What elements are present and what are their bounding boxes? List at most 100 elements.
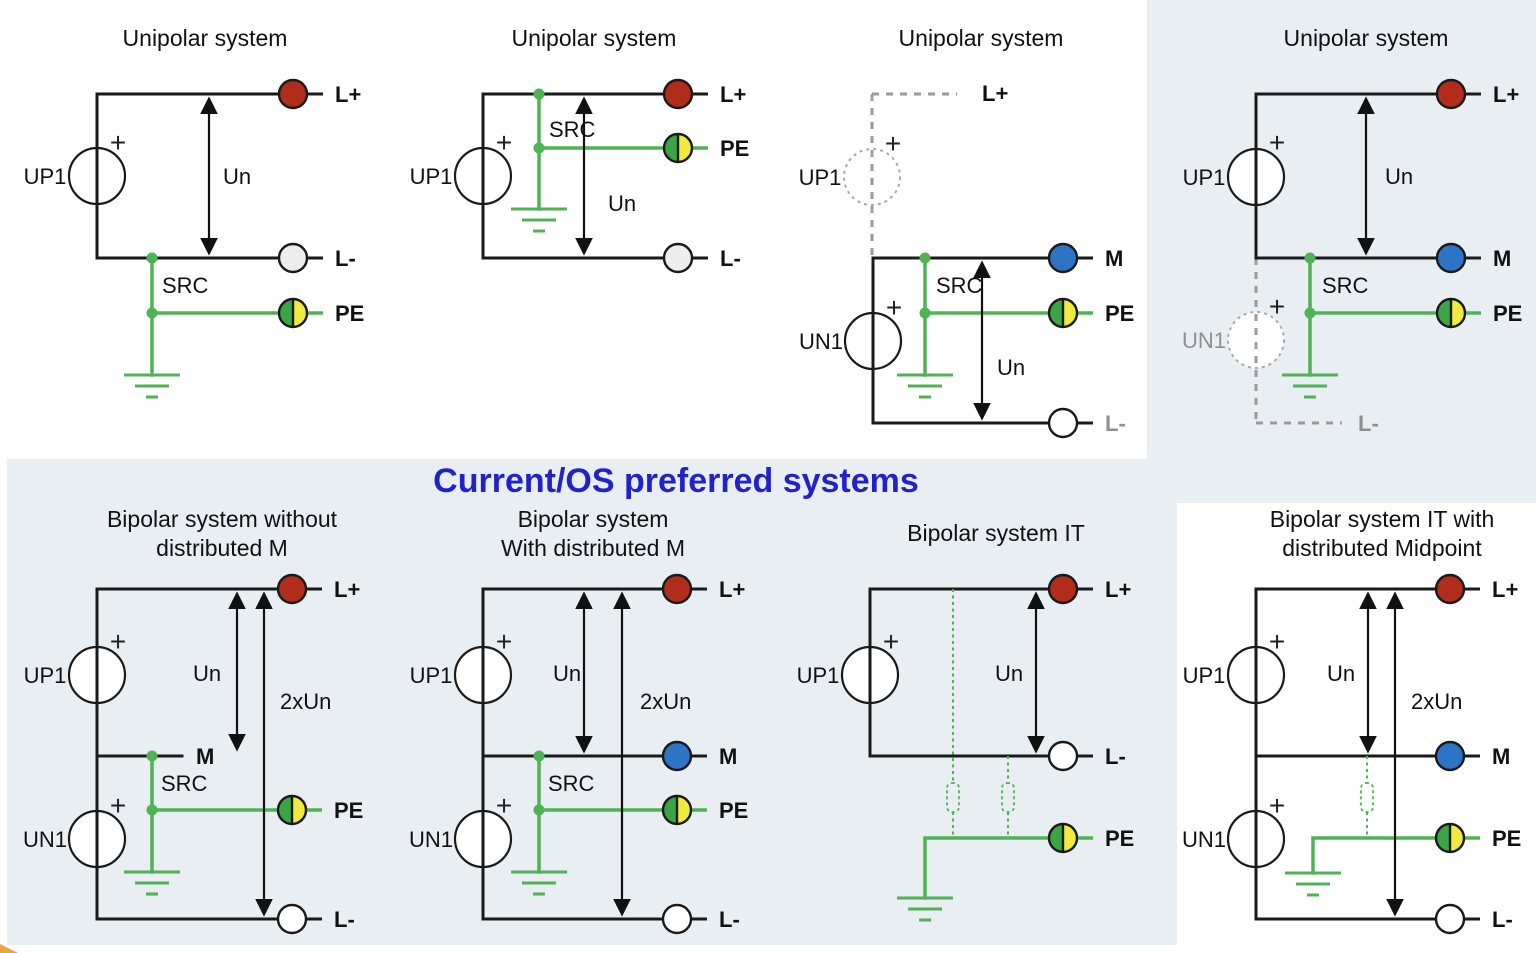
diagram-bipolar-with-m: Bipolar system With distributed M + UP1 …	[409, 506, 748, 935]
diagram-title: Unipolar system	[512, 25, 677, 51]
polarity-plus: +	[496, 626, 512, 657]
impedance-icon	[946, 782, 960, 813]
terminal-pe: PE	[1047, 297, 1134, 329]
l-minus-label: L-	[1105, 411, 1126, 436]
ground-wires	[1311, 836, 1438, 875]
circuit-wires	[1254, 92, 1439, 260]
junction-node	[146, 252, 158, 264]
2xun-label: 2xUn	[1411, 689, 1462, 714]
source-label: UN1	[1182, 827, 1226, 852]
diagram-bipolar-it-midpoint: Bipolar system IT with distributed Midpo…	[1182, 506, 1521, 935]
2xun-label: 2xUn	[640, 689, 691, 714]
2xun-label: 2xUn	[280, 689, 331, 714]
src-label: SRC	[161, 771, 208, 796]
terminal-m: M	[1435, 242, 1511, 274]
terminal-m: M	[1047, 242, 1123, 274]
polarity-plus: +	[496, 127, 512, 158]
source-label: UP1	[24, 164, 67, 189]
terminal-l-plus: L+	[661, 573, 745, 605]
terminal-pe: PE	[661, 794, 748, 826]
m-terminal-icon	[1434, 740, 1466, 772]
terminal-pe: PE	[276, 794, 363, 826]
source-label: UP1	[1183, 165, 1226, 190]
un-label: Un	[553, 661, 581, 686]
source-label: UP1	[410, 164, 453, 189]
circuit-wires	[481, 587, 665, 921]
diagram-title-line1: Bipolar system IT with	[1270, 506, 1495, 532]
m-terminal-icon	[1047, 242, 1079, 274]
terminal-l-plus: L+	[1435, 78, 1519, 110]
source-label: UP1	[1183, 663, 1226, 688]
l-plus-terminal-icon	[277, 78, 309, 110]
l-plus-label: L+	[335, 82, 361, 107]
polarity-plus: +	[110, 790, 126, 821]
l-plus-terminal-icon	[276, 573, 308, 605]
junction-node	[533, 804, 545, 816]
pe-label: PE	[334, 798, 363, 823]
l-plus-label: L+	[719, 577, 745, 602]
m-label: M	[1105, 246, 1123, 271]
ghost-wires	[1254, 258, 1342, 425]
diagram-unipolar-pos-grounded: Unipolar system + UP1 SRC Un L+ PE L-	[410, 25, 749, 274]
terminal-l-minus: L-	[277, 242, 356, 274]
m-label: M	[1493, 246, 1511, 271]
polarity-plus: +	[885, 128, 901, 159]
l-plus-terminal-icon	[1435, 78, 1467, 110]
ground-wires	[923, 836, 1051, 900]
terminal-m: M	[1434, 740, 1510, 772]
pe-label: PE	[1493, 301, 1522, 326]
circuit-wires	[1254, 587, 1438, 921]
junction-node	[146, 307, 158, 319]
polarity-plus: +	[110, 127, 126, 158]
source-label: UN1	[1182, 328, 1226, 353]
l-minus-label: L-	[1358, 411, 1379, 436]
diagram-title: Unipolar system	[123, 25, 288, 51]
l-minus-label: L-	[334, 907, 355, 932]
polarity-plus: +	[110, 626, 126, 657]
un-label: Un	[223, 164, 251, 189]
impedance-leads	[952, 589, 1009, 838]
diagram-title: Bipolar system IT	[907, 520, 1085, 546]
l-minus-label: L-	[1492, 907, 1513, 932]
src-label: SRC	[549, 117, 596, 142]
l-minus-terminal-icon	[1047, 407, 1079, 439]
l-plus-label: L+	[1492, 577, 1518, 602]
terminal-pe: PE	[1435, 297, 1522, 329]
terminal-l-plus: L+	[1434, 573, 1518, 605]
polarity-plus: +	[1269, 626, 1285, 657]
terminal-l-minus: L-	[276, 903, 355, 935]
l-plus-label: L+	[982, 81, 1008, 106]
junction-node	[1304, 252, 1316, 264]
junction-node	[919, 307, 931, 319]
junction-node	[533, 88, 545, 100]
source-label: UP1	[799, 165, 842, 190]
l-minus-terminal-icon	[277, 242, 309, 274]
corner-artifact	[0, 944, 18, 953]
earth-ground	[509, 207, 569, 233]
diagram-bipolar-it: Bipolar system IT + UP1 Un L+ L- PE	[797, 520, 1134, 922]
circuit-wires	[95, 587, 280, 921]
un-label: Un	[1385, 164, 1413, 189]
terminal-l-minus: L-	[1047, 740, 1126, 772]
junction-node	[146, 750, 158, 762]
l-minus-terminal-icon	[276, 903, 308, 935]
l-minus-label: L-	[1105, 744, 1126, 769]
polarity-plus: +	[1269, 291, 1285, 322]
l-plus-terminal-icon	[1047, 573, 1079, 605]
source-label: UP1	[797, 663, 840, 688]
m-terminal-icon	[661, 740, 693, 772]
terminal-pe: PE	[662, 132, 749, 164]
junction-node	[533, 142, 545, 154]
polarity-plus: +	[883, 626, 899, 657]
terminal-l-minus: L-	[1434, 903, 1513, 935]
terminal-l-plus: L+	[662, 78, 746, 110]
un-label: Un	[608, 191, 636, 216]
un-label: Un	[997, 355, 1025, 380]
diagram-unipolar-positive: Unipolar system + UP1 + UN1 L- SRC Un L+…	[1182, 25, 1522, 436]
earth-ground	[895, 373, 955, 399]
l-minus-terminal-icon	[1047, 740, 1079, 772]
diagram-title-line1: Bipolar system without	[107, 506, 338, 532]
ghost-voltage-source-circle	[1227, 311, 1285, 369]
junction-node	[1304, 307, 1316, 319]
